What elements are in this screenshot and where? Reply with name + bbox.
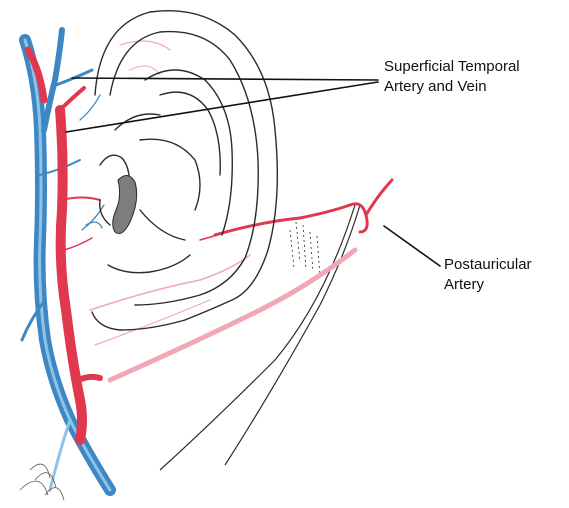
label-line: Superficial Temporal — [384, 57, 520, 77]
ear-canal-shadow — [113, 175, 137, 233]
label-postauricular-artery: Postauricular Artery — [444, 255, 532, 295]
hair-hatching — [20, 464, 64, 500]
neck-outline — [160, 205, 360, 470]
leader-line-artery — [66, 82, 378, 132]
label-line: Artery — [444, 275, 532, 295]
label-line: Artery and Vein — [384, 77, 520, 97]
leader-line-postauricular — [384, 226, 440, 266]
label-superficial-temporal-artery-vein: Superficial Temporal Artery and Vein — [384, 57, 520, 97]
leader-line-vein — [72, 78, 378, 80]
ear-outline — [92, 11, 277, 330]
leader-lines — [66, 78, 440, 266]
label-line: Postauricular — [444, 255, 532, 275]
